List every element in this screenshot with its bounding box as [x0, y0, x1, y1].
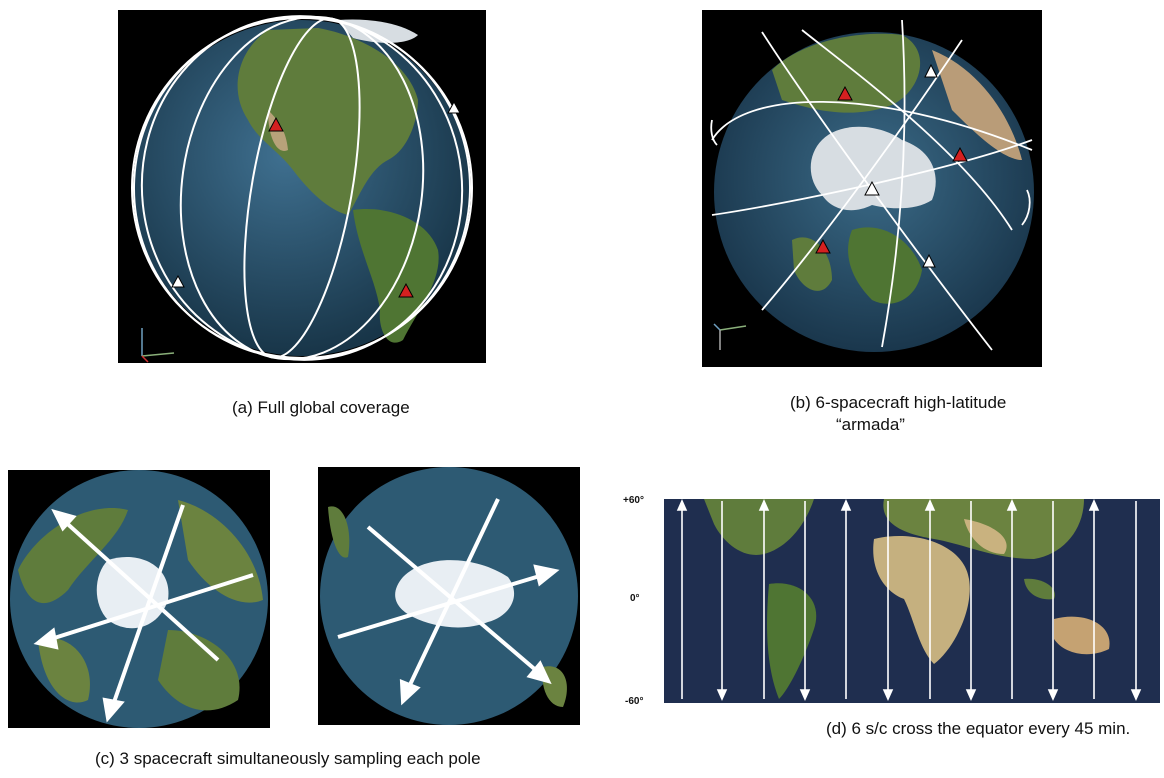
panel-c-caption: (c) 3 spacecraft simultaneously sampling… [95, 749, 481, 768]
axes-triad-icon [141, 328, 175, 363]
spacecraft-marker-red [837, 85, 853, 101]
orbit-tracks [131, 15, 473, 361]
ground-track-arrows [676, 499, 1142, 701]
spacecraft-marker-red [815, 238, 831, 254]
spacecraft-marker-white [922, 253, 936, 268]
spacecraft-marker-white [447, 100, 461, 114]
spacecraft-marker-white [924, 63, 938, 78]
axes-triad-icon [713, 323, 747, 350]
arctic-ice-cap [96, 556, 169, 629]
panel-c-south-pole-image [318, 467, 580, 725]
panel-a-caption: (a) Full global coverage [232, 398, 410, 417]
lat-tick-minus60: -60° [625, 696, 644, 707]
panel-b-globe-image [702, 10, 1042, 367]
panel-b-caption-line2: “armada” [836, 415, 905, 434]
panel-b-caption-line1: (b) 6-spacecraft high-latitude [790, 393, 1007, 412]
panel-d-caption: (d) 6 s/c cross the equator every 45 min… [826, 719, 1131, 738]
track-arrows [337, 498, 560, 706]
africa-landmass [873, 535, 970, 664]
track-arrows [33, 504, 254, 723]
panel-a-globe-image [118, 10, 486, 363]
lat-tick-zero: 0° [630, 593, 640, 604]
panel-c-north-pole-image [8, 470, 270, 728]
spacecraft-marker-white [171, 274, 185, 288]
spacecraft-marker-red [952, 146, 968, 162]
spacecraft-marker-red [398, 282, 414, 298]
lat-tick-plus60: +60° [623, 495, 644, 506]
orbit-tracks [710, 19, 1033, 351]
spacecraft-marker-white [864, 180, 880, 196]
spacecraft-marker-red [268, 116, 284, 132]
panel-d-world-map-image [664, 499, 1160, 703]
